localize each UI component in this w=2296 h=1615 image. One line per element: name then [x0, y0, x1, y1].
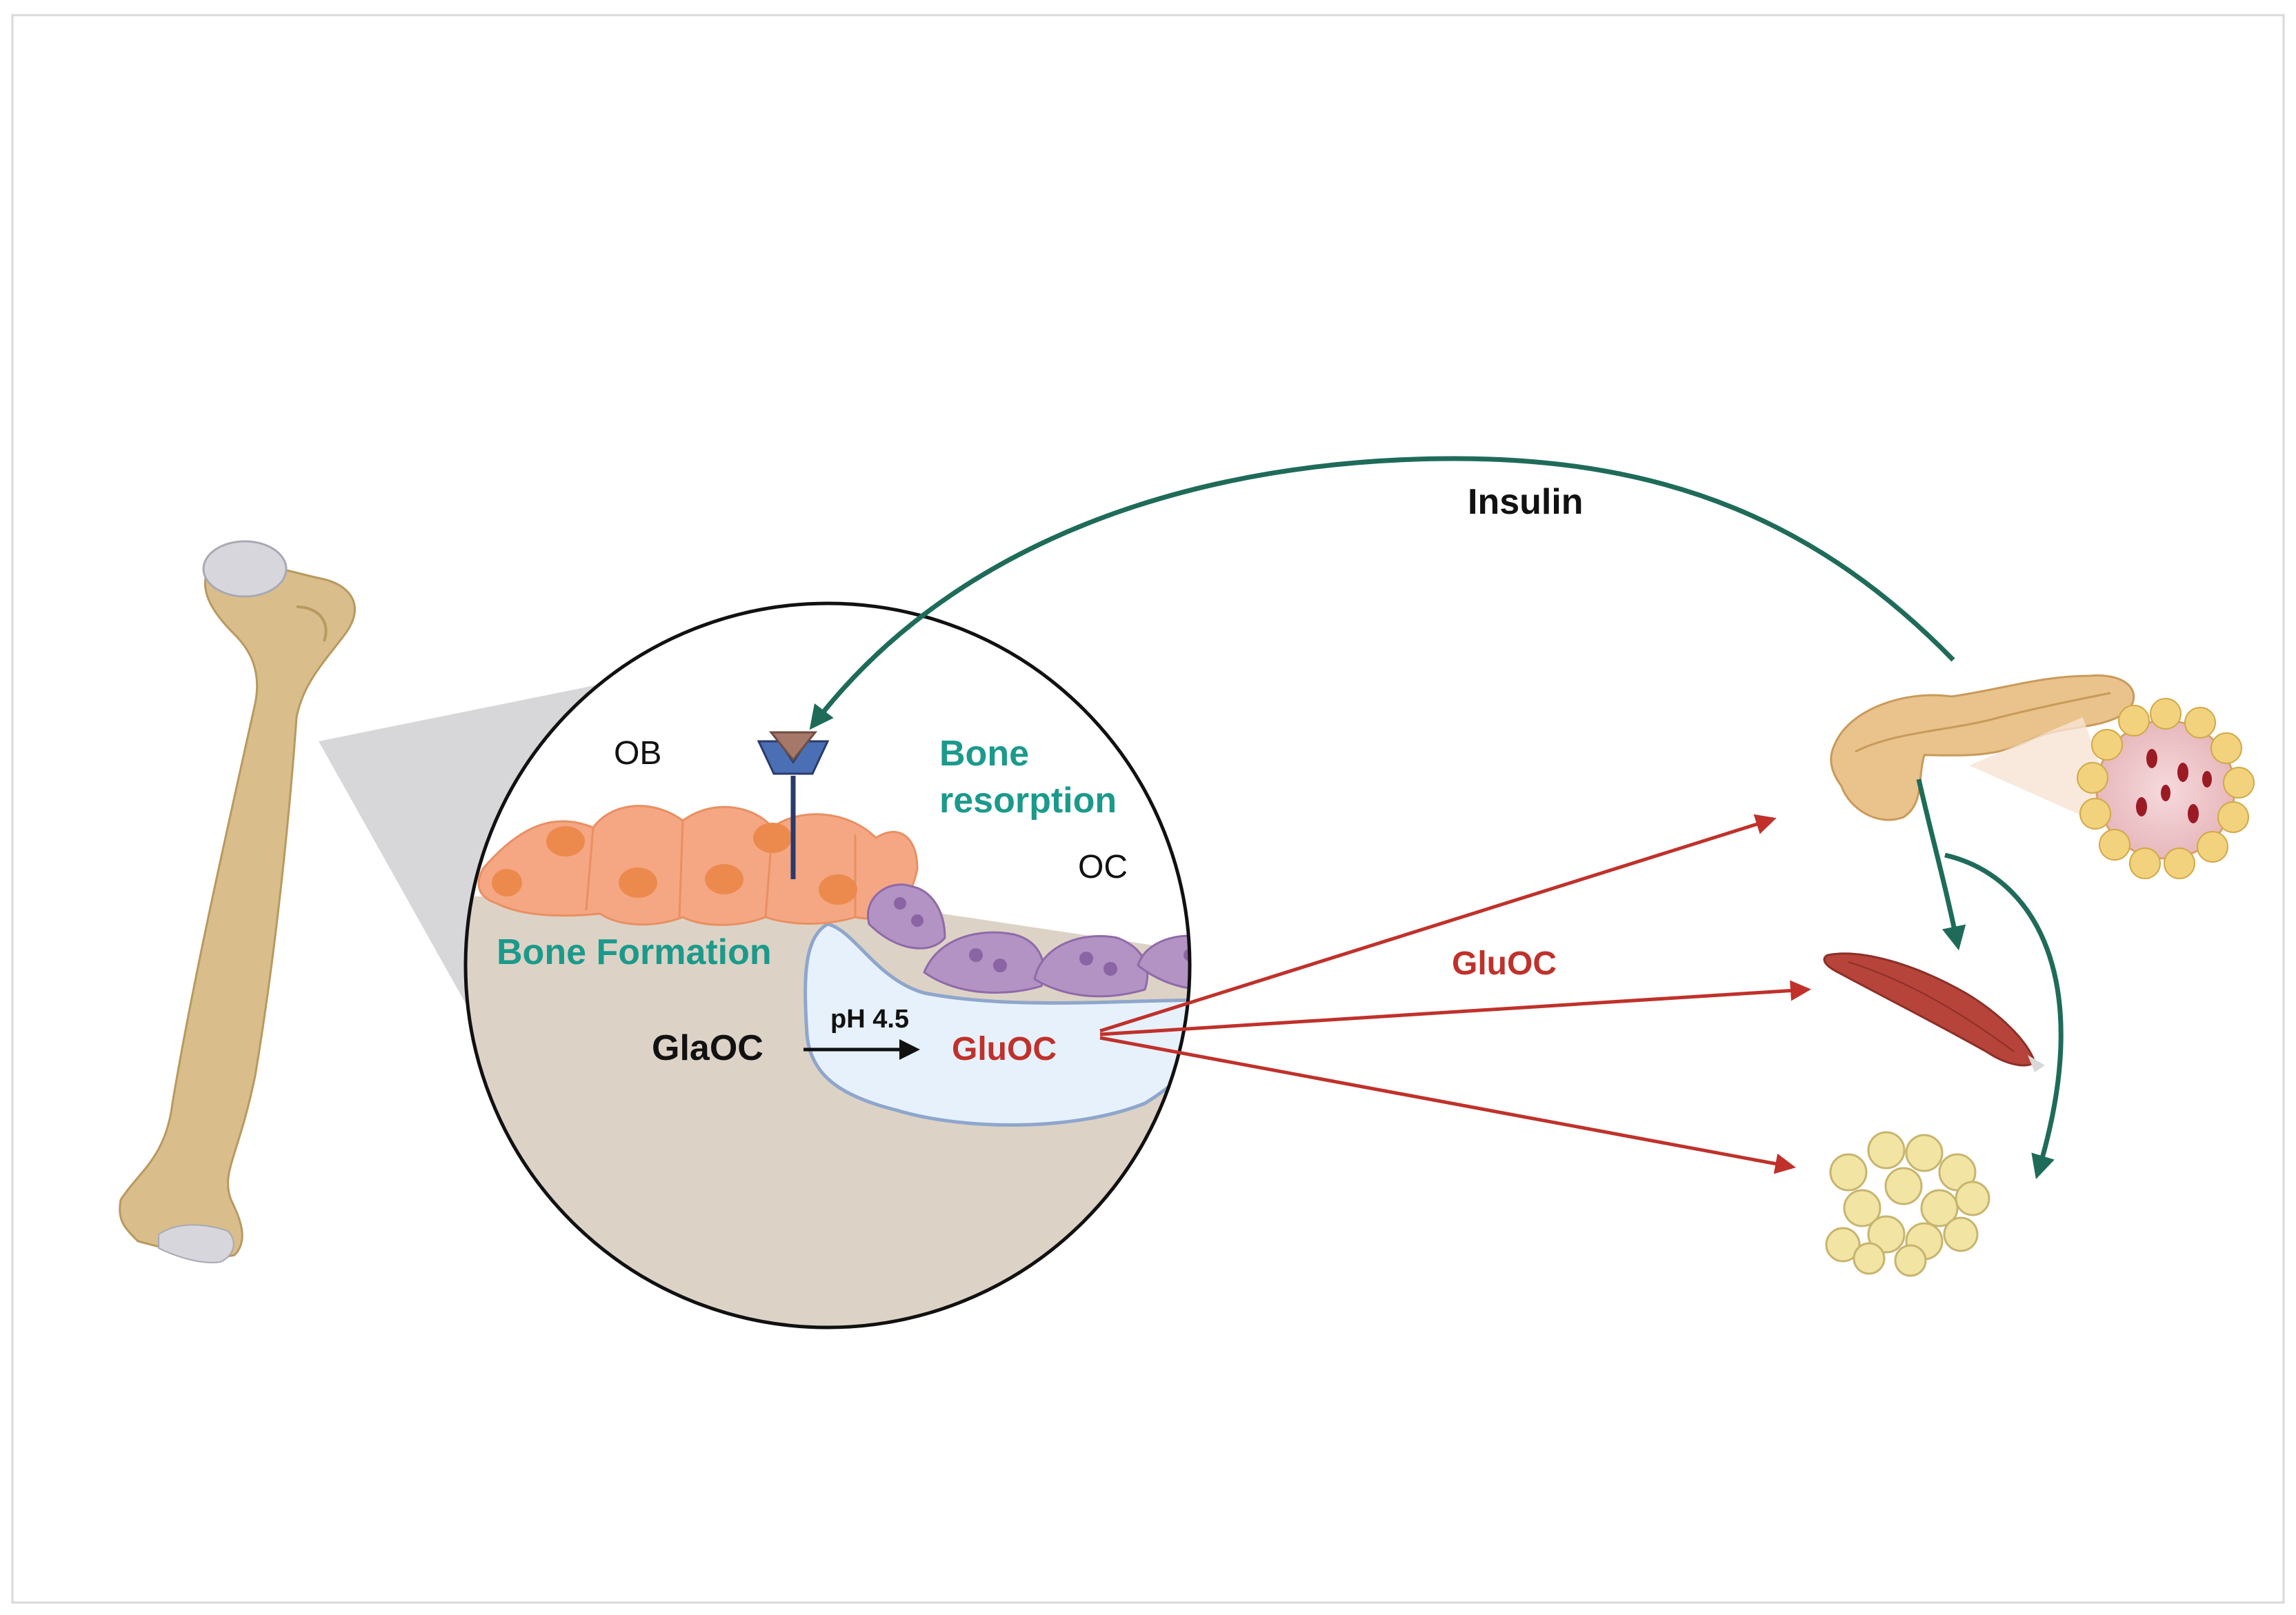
- gluoc-arrows: [1099, 814, 1811, 1174]
- gluoc-arrow-muscle: [1099, 980, 1811, 1036]
- insulin-arrow-adipose: [1944, 852, 2064, 1180]
- osteoclast-layer: [866, 883, 1190, 998]
- glaoc-label: GlaOC: [652, 1028, 763, 1068]
- gluoc-outer-label: GluOC: [1452, 945, 1557, 982]
- resorption-pit: [803, 922, 1190, 1127]
- osteoblast-layer: [477, 805, 919, 926]
- adipose-icon: [1825, 1131, 1990, 1277]
- receptor-icon: [757, 731, 830, 879]
- femur-icon: [119, 540, 356, 1263]
- ob-label: OB: [614, 735, 661, 772]
- insulin-arrow-muscle: [1916, 779, 1966, 951]
- insulin-arrow: [809, 456, 1955, 730]
- muscle-icon: [1823, 952, 2045, 1072]
- bone-formation-label: Bone Formation: [497, 932, 772, 972]
- bone-resorption-label-line1: Bone: [939, 734, 1029, 774]
- gluoc-arrow-pancreas: [1099, 814, 1777, 1033]
- ph-label: pH 4.5: [830, 1005, 909, 1034]
- insulin-label: Insulin: [1468, 482, 1584, 522]
- oc-label: OC: [1078, 849, 1128, 885]
- gluoc-inner-label: GluOC: [952, 1031, 1057, 1067]
- bone-resorption-label-line2: resorption: [939, 781, 1117, 821]
- bone-zoom-circle: [463, 601, 1192, 1330]
- islet-icon: [2077, 698, 2255, 879]
- gluoc-arrow-adipose: [1099, 1036, 1796, 1174]
